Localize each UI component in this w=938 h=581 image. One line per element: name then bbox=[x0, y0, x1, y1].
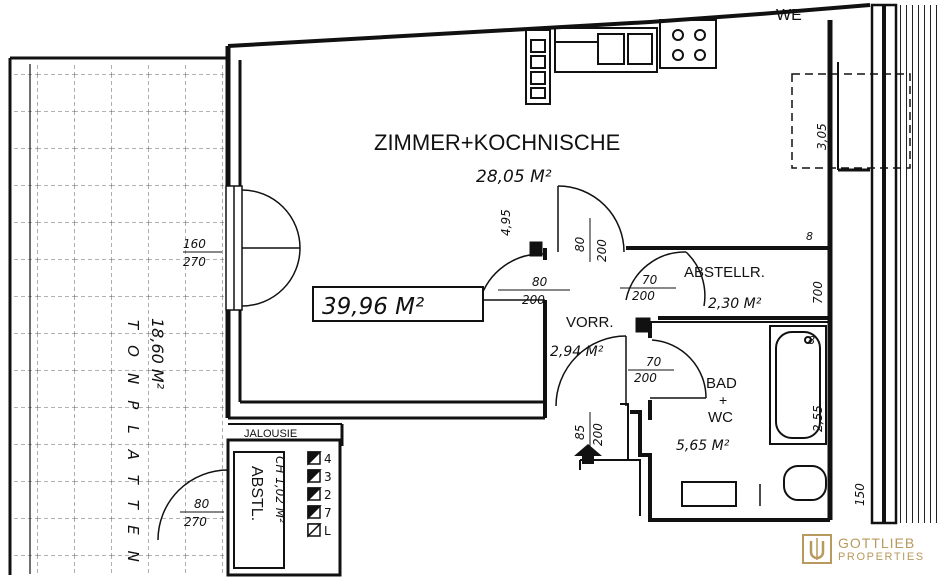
door-bath-height: 200 bbox=[634, 371, 657, 385]
meter-label-5: L bbox=[324, 524, 331, 538]
terrace-area: 18,60 M² bbox=[148, 318, 167, 390]
door-main-width: 80 bbox=[573, 236, 587, 252]
washbasin bbox=[681, 481, 737, 507]
doors bbox=[157, 185, 707, 541]
small-storage-room bbox=[226, 423, 344, 577]
meter-label-2: 3 bbox=[324, 470, 332, 484]
balcony-door-width: 160 bbox=[183, 237, 206, 251]
toilet bbox=[783, 465, 827, 501]
dim-8b: 8 bbox=[808, 334, 815, 347]
dim-700: 700 bbox=[811, 281, 825, 304]
entrance-arrow bbox=[574, 444, 602, 464]
chimney bbox=[525, 29, 551, 105]
dim-8a: 8 bbox=[806, 230, 813, 243]
meter-label-3: 2 bbox=[324, 488, 332, 502]
total-area-box bbox=[312, 286, 484, 322]
right-hatched-wall bbox=[900, 5, 938, 523]
terrace-name: TONPLATTEN bbox=[124, 320, 142, 578]
dim-150: 150 bbox=[853, 483, 867, 506]
main-room-area: 28,05 M² bbox=[476, 167, 552, 187]
ceiling-element bbox=[791, 73, 911, 169]
company-logo: GOTTLIEB PROPERTIES bbox=[802, 531, 924, 567]
bath-area: 5,65 M² bbox=[676, 438, 730, 454]
storage-name: ABSTELLR. bbox=[684, 264, 765, 281]
door-front-width: 85 bbox=[573, 425, 587, 440]
door-storage-width: 70 bbox=[642, 273, 658, 287]
logo-mark-icon bbox=[802, 534, 832, 564]
storage-area: 2,30 M² bbox=[708, 296, 762, 312]
door-small-height: 270 bbox=[184, 515, 207, 529]
bath-name-3: WC bbox=[708, 409, 733, 426]
dim-495: 4,95 bbox=[499, 209, 513, 236]
door-entry-width: 80 bbox=[532, 275, 548, 289]
interior-walls bbox=[529, 241, 830, 522]
bath-name-1: BAD bbox=[706, 375, 737, 392]
door-entry-height: 200 bbox=[522, 293, 545, 307]
small-storage-area: CH 1,02 M² bbox=[273, 456, 287, 523]
main-room-name: ZIMMER+KOCHNISCHE bbox=[374, 130, 620, 155]
balcony-door-height: 270 bbox=[183, 255, 206, 269]
meter-label-4: 7 bbox=[324, 506, 332, 520]
small-storage-name: ABSTL. bbox=[248, 466, 265, 521]
bathtub bbox=[769, 325, 827, 445]
stove bbox=[659, 19, 717, 69]
top-text: WE bbox=[776, 7, 802, 24]
door-main-height: 200 bbox=[595, 239, 609, 262]
door-small-width: 80 bbox=[194, 497, 210, 511]
dim-255: 2,55 bbox=[811, 405, 825, 432]
terrace-floor bbox=[14, 64, 224, 574]
logo-line-1: GOTTLIEB bbox=[838, 534, 916, 551]
door-front-height: 200 bbox=[591, 423, 605, 446]
hall-name: VORR. bbox=[566, 314, 614, 331]
logo-line-2: PROPERTIES bbox=[838, 550, 925, 563]
meter-boxes bbox=[307, 451, 322, 538]
door-bath-width: 70 bbox=[646, 355, 662, 369]
balcony-door bbox=[225, 185, 301, 311]
dim-305: 3,05 bbox=[815, 123, 829, 150]
kitchen-counter bbox=[554, 27, 658, 73]
bath-name-2: + bbox=[719, 392, 727, 408]
hall-area: 2,94 M² bbox=[550, 344, 604, 360]
jalousie-label: JALOUSIE bbox=[244, 428, 297, 440]
door-storage-height: 200 bbox=[632, 289, 655, 303]
outer-walls bbox=[225, 3, 871, 520]
meter-label-1: 4 bbox=[324, 452, 332, 466]
total-area: 39,96 M² bbox=[322, 294, 424, 320]
